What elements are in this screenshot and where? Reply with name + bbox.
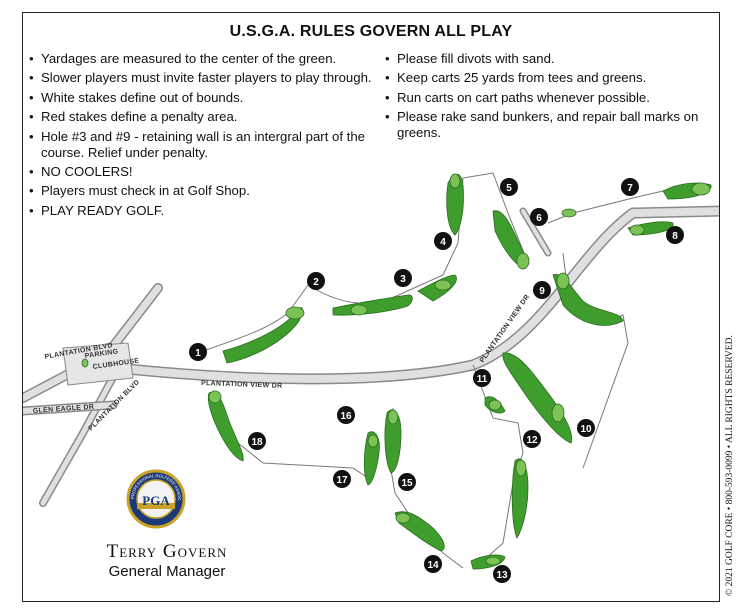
svg-text:8: 8 — [672, 231, 678, 242]
hole-marker-8: 8 — [666, 226, 684, 244]
hole-marker-3: 3 — [394, 269, 412, 287]
svg-text:3: 3 — [400, 274, 406, 285]
hole-marker-17: 17 — [333, 470, 351, 488]
fairway-hole-18 — [207, 391, 244, 462]
rule-item: Players must check in at Golf Shop. — [29, 183, 379, 199]
plantation-view-road — [112, 205, 719, 385]
svg-text:7: 7 — [627, 183, 633, 194]
hole-marker-2: 2 — [307, 272, 325, 290]
rule-item: PLAY READY GOLF. — [29, 203, 379, 219]
pga-logo-ring-text: PROFESSIONAL GOLFERS' ASSOCIATION OF AME… — [23, 13, 182, 501]
green-hole-14 — [395, 512, 411, 524]
svg-text:6: 6 — [536, 213, 542, 224]
rule-item: Red stakes define a penalty area. — [29, 109, 379, 125]
manager-name: Terry Govern — [106, 541, 228, 562]
course-map: PLANTATION VIEW DR PLANTATION VIEW DR PL… — [23, 13, 719, 583]
green-hole-7 — [691, 182, 711, 196]
clubhouse-green — [81, 358, 89, 368]
rule-item: Please fill divots with sand. — [385, 51, 705, 67]
green-hole-6 — [561, 208, 577, 218]
rule-item: NO COOLERS! — [29, 164, 379, 180]
green-hole-16 — [367, 434, 379, 448]
green-hole-4 — [449, 173, 461, 189]
svg-text:1: 1 — [195, 348, 201, 359]
green-hole-2 — [350, 304, 368, 316]
hole-marker-14: 14 — [424, 555, 442, 573]
hole-marker-4: 4 — [434, 232, 452, 250]
parking-label: PARKING — [84, 348, 119, 360]
hole-marker-6: 6 — [530, 208, 548, 226]
hole-marker-1: 1 — [189, 343, 207, 361]
scorecard-map: U.S.G.A. RULES GOVERN ALL PLAY Yardages … — [22, 12, 720, 602]
copyright-text: © 2021 GOLF CORE • 800-593-0099 • ALL RI… — [725, 335, 735, 596]
rules-list-right: Please fill divots with sand. Keep carts… — [385, 51, 705, 145]
hole-marker-13: 13 — [493, 565, 511, 583]
rule-item: White stakes define out of bounds. — [29, 90, 379, 106]
parking-lot — [62, 342, 134, 386]
page-title: U.S.G.A. RULES GOVERN ALL PLAY — [229, 23, 513, 40]
pga-logo-text: PGA — [142, 493, 170, 508]
green-hole-9 — [556, 272, 570, 290]
green-hole-1 — [285, 306, 305, 320]
pga-logo: PGA PROFESSIONAL GOLFERS' ASSOCIATION OF… — [23, 13, 186, 529]
hole-markers: 1 2 3 4 5 6 7 8 9 10 11 12 13 14 15 16 1… — [189, 178, 684, 583]
hole-marker-15: 15 — [398, 473, 416, 491]
rule-item: Please rake sand bunkers, and repair bal… — [385, 109, 705, 141]
hole-marker-18: 18 — [248, 432, 266, 450]
road-label-plantation-view: PLANTATION VIEW DR — [201, 380, 283, 390]
svg-text:17: 17 — [336, 475, 348, 486]
hole-marker-11: 11 — [473, 369, 491, 387]
road-label-glen-eagle: GLEN EAGLE DR — [33, 404, 95, 415]
rule-item: Slower players must invite faster player… — [29, 70, 379, 86]
svg-text:12: 12 — [526, 435, 538, 446]
hole-marker-9: 9 — [533, 281, 551, 299]
svg-text:9: 9 — [539, 286, 545, 297]
fairway-hole-2 — [332, 294, 413, 316]
green-hole-12 — [515, 459, 527, 477]
rule-item: Run carts on cart paths whenever possibl… — [385, 90, 705, 106]
svg-text:4: 4 — [440, 237, 446, 248]
manager-title: General Manager — [108, 563, 226, 580]
green-hole-3 — [434, 279, 452, 291]
rule-item: Keep carts 25 yards from tees and greens… — [385, 70, 705, 86]
rules-list-left: Yardages are measured to the center of t… — [29, 51, 379, 222]
hole-marker-5: 5 — [500, 178, 518, 196]
green-hole-18 — [208, 390, 222, 404]
road-network — [23, 205, 719, 507]
rule-item: Hole #3 and #9 - retaining wall is an in… — [29, 129, 379, 161]
green-hole-11 — [488, 399, 502, 411]
fairway-hole-4 — [446, 173, 464, 236]
hole-marker-7: 7 — [621, 178, 639, 196]
fairway-hole-10 — [502, 352, 573, 444]
hole-marker-12: 12 — [523, 430, 541, 448]
svg-text:18: 18 — [251, 437, 263, 448]
hole-marker-16: 16 — [337, 406, 355, 424]
fairways — [81, 173, 712, 570]
green-hole-5 — [516, 252, 530, 270]
svg-text:10: 10 — [580, 424, 592, 435]
svg-text:15: 15 — [401, 478, 413, 489]
svg-text:13: 13 — [496, 570, 508, 581]
svg-text:2: 2 — [313, 277, 319, 288]
svg-text:11: 11 — [477, 374, 488, 385]
green-hole-10 — [551, 403, 565, 423]
green-hole-13 — [485, 556, 501, 566]
hole-marker-10: 10 — [577, 419, 595, 437]
green-hole-8 — [629, 224, 645, 236]
green-hole-15 — [387, 409, 399, 425]
svg-text:14: 14 — [427, 560, 439, 571]
svg-text:16: 16 — [340, 411, 352, 422]
rule-item: Yardages are measured to the center of t… — [29, 51, 379, 67]
svg-text:5: 5 — [506, 183, 512, 194]
